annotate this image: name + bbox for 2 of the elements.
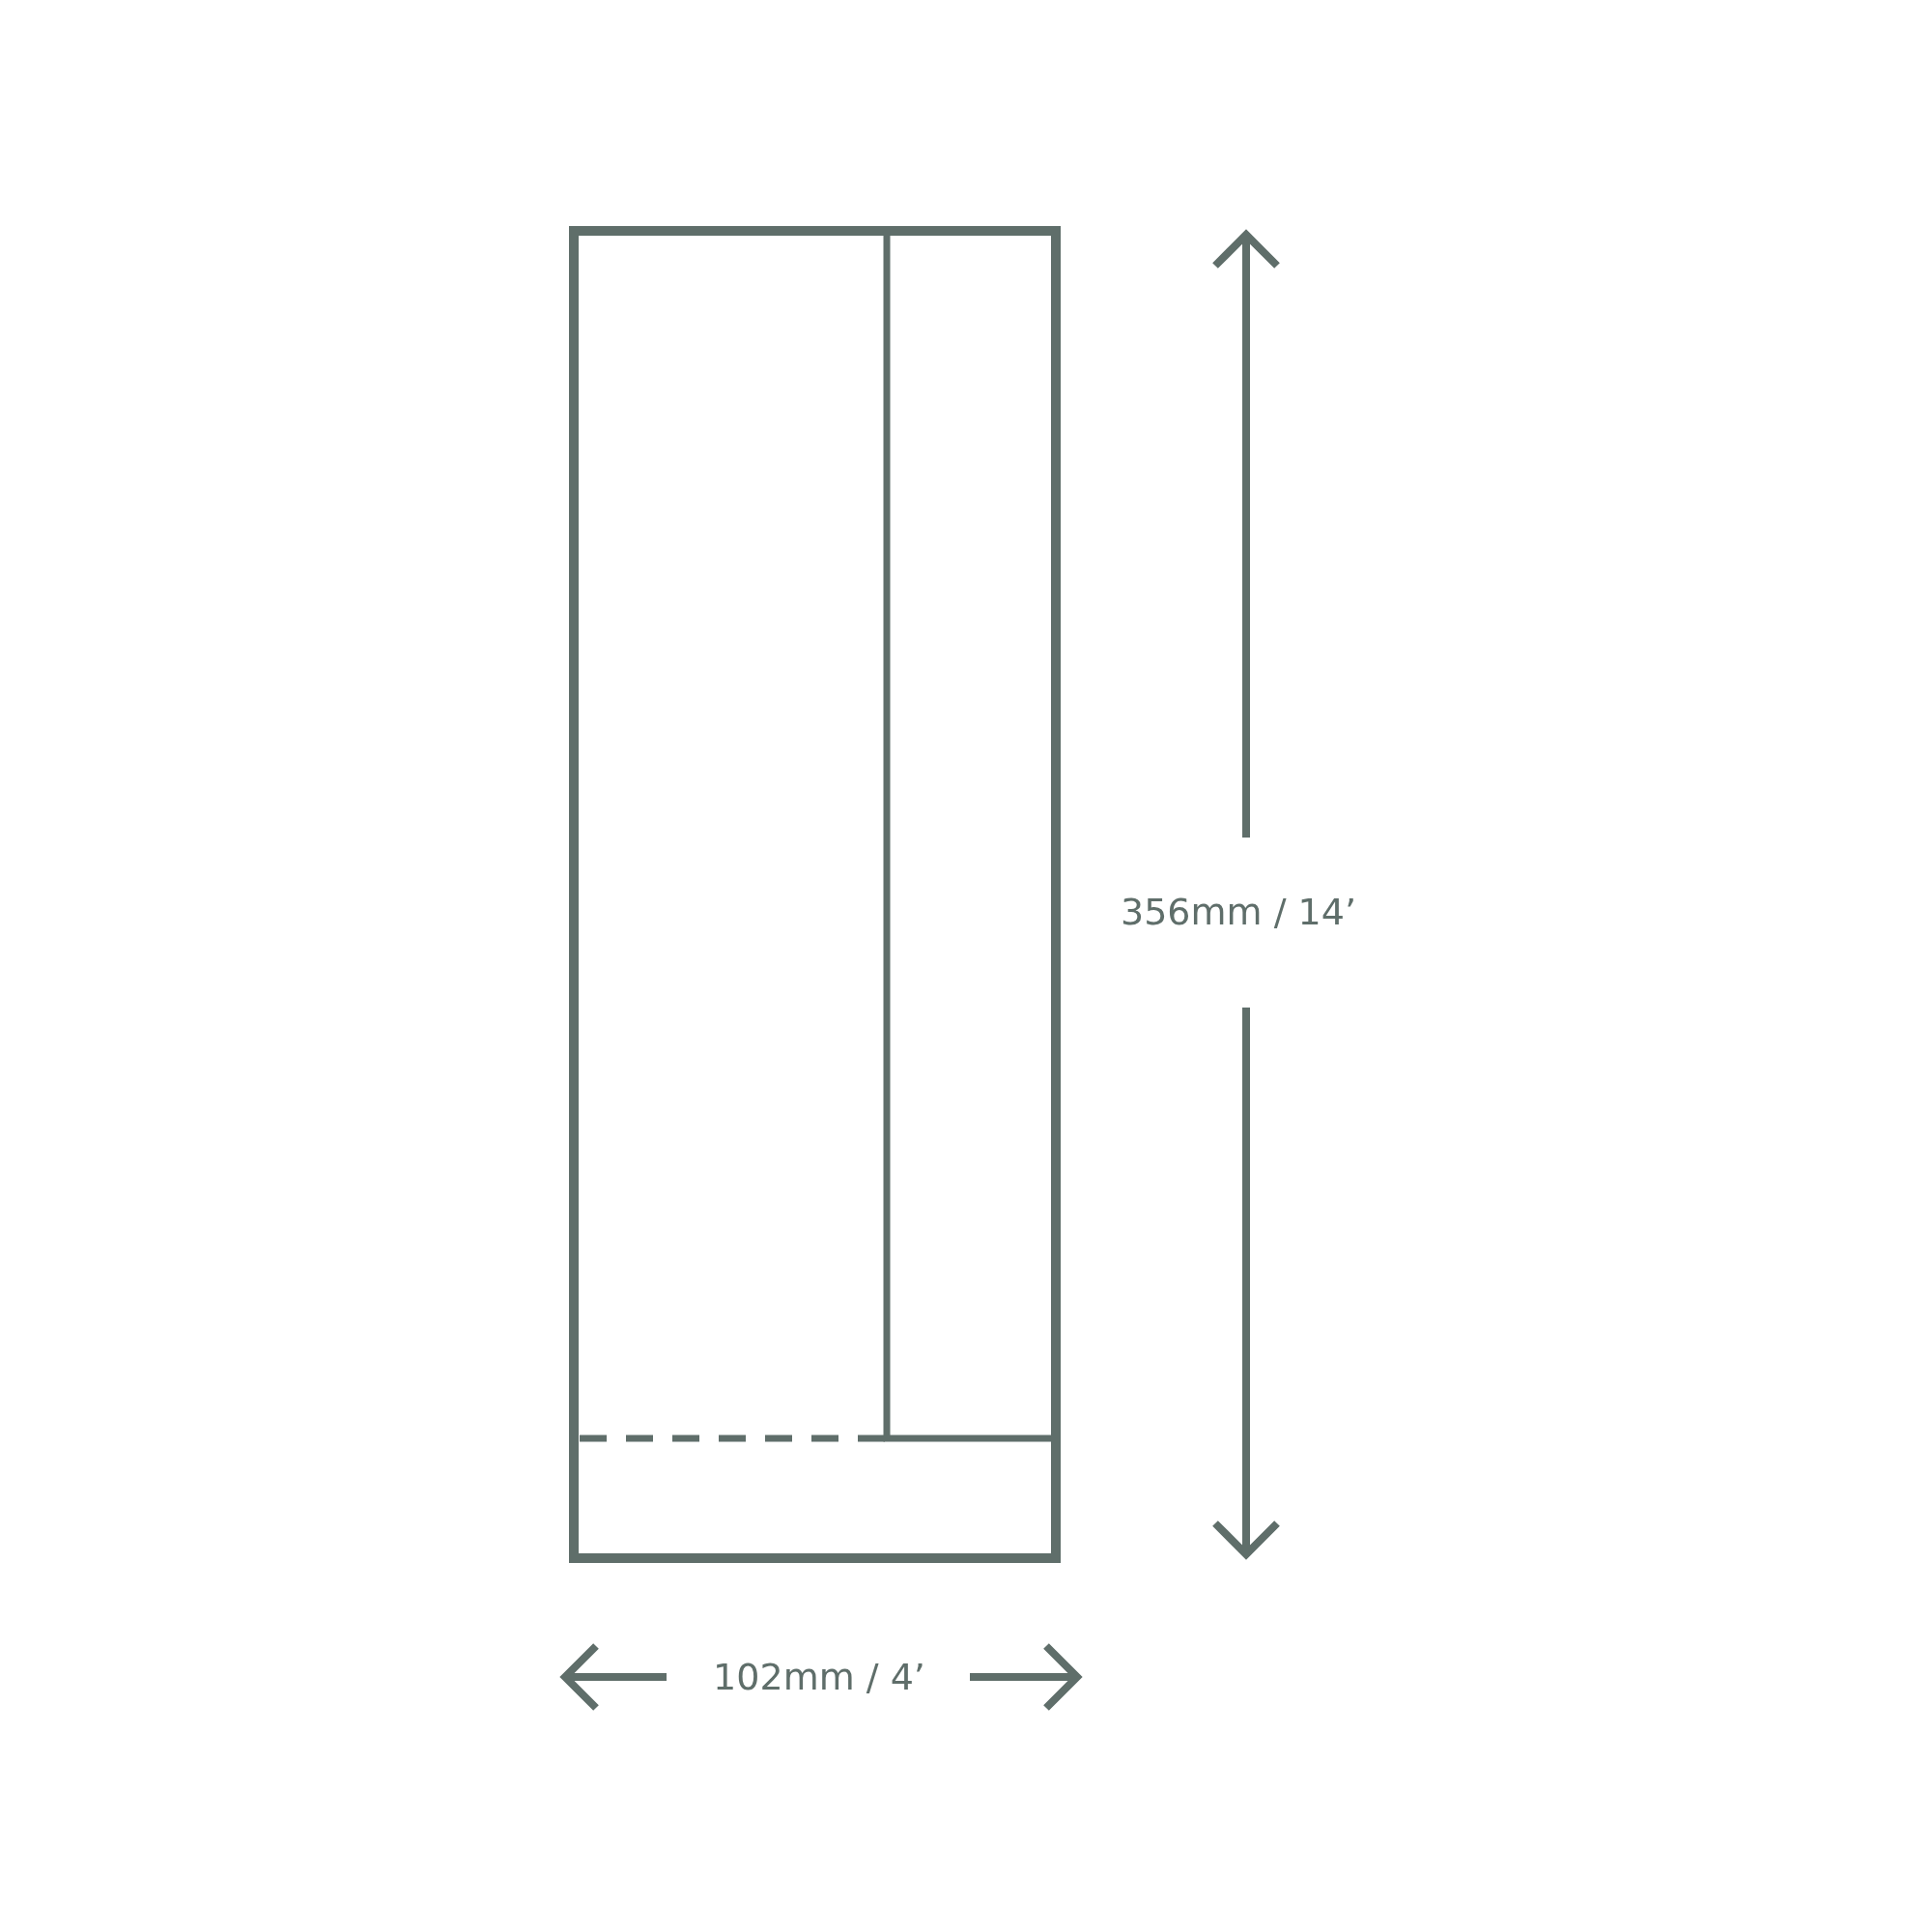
dimension-label: 102mm / 4’ [713, 1659, 925, 1695]
dimension-label: 356mm / 14’ [1121, 894, 1356, 930]
